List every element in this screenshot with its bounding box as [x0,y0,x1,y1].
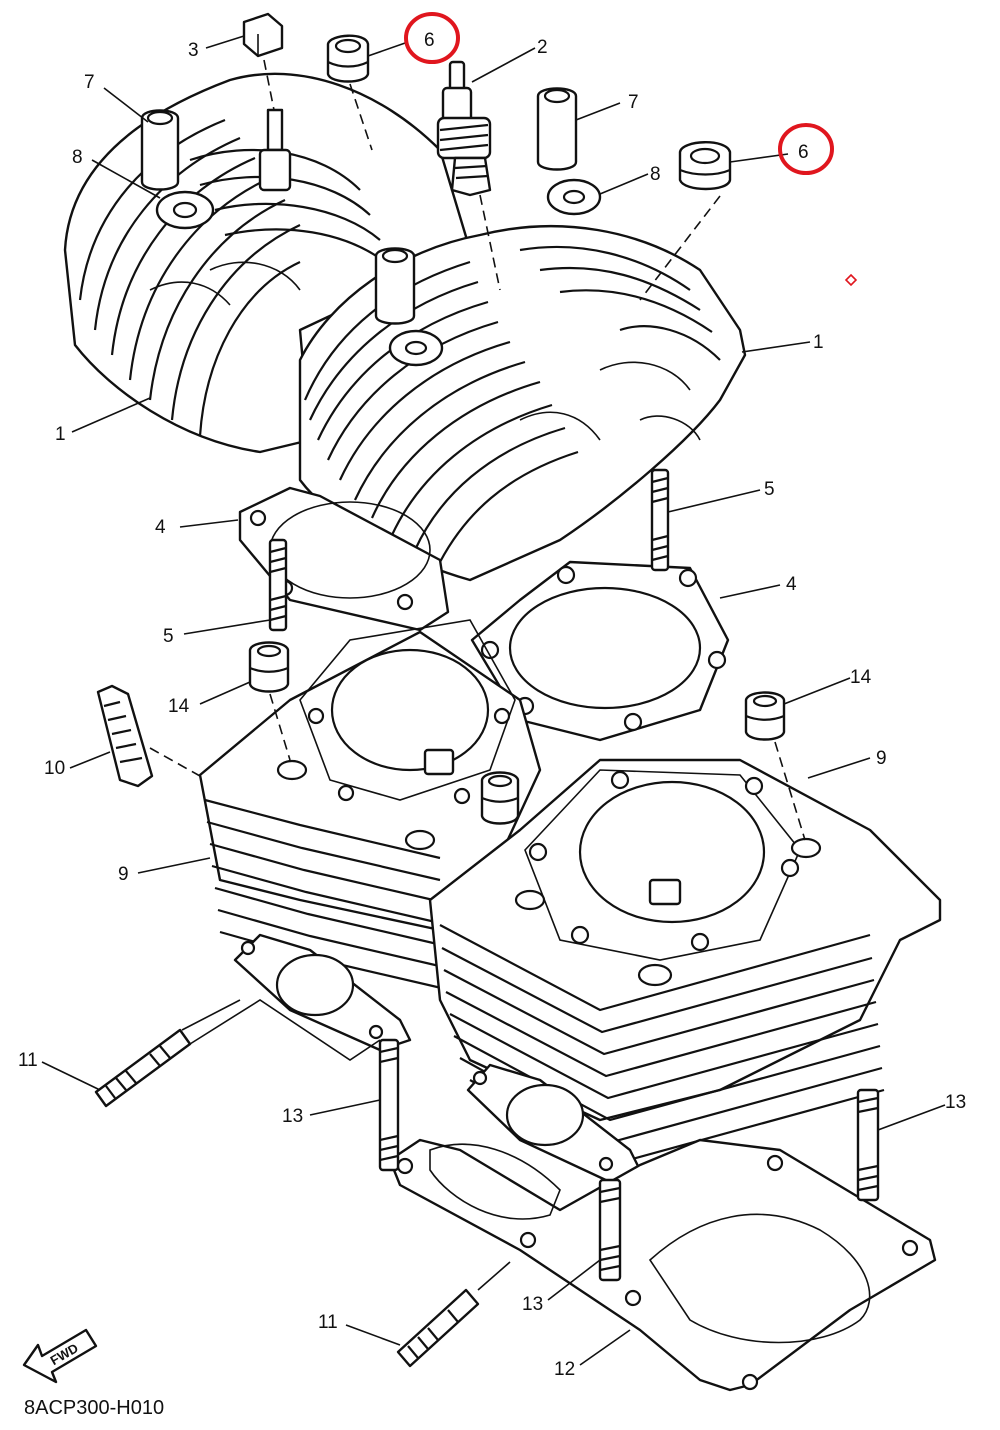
callout-8-left: 8 [72,147,83,168]
callout-9-left: 9 [118,864,129,885]
cylinder-block-left [198,619,542,992]
collar-7-right [536,87,578,171]
exhaust-flange-left [233,933,412,1052]
callout-7-left: 7 [84,72,95,93]
callout-4-right: 4 [786,574,797,595]
callout-9-right: 9 [876,748,887,769]
pin-10 [96,684,201,788]
washer-8-left [155,190,215,230]
callout-2: 2 [537,37,548,58]
callout-8-right: 8 [650,164,661,185]
exhaust-flange-right [466,1063,642,1184]
callout-1-left: 1 [55,424,66,445]
callout-6-left: 6 [424,30,435,51]
callout-12: 12 [554,1359,575,1380]
highlight-circle-6-right [778,123,834,175]
callout-10: 10 [44,758,65,779]
stud-5-right [650,468,670,572]
callout-3: 3 [188,40,199,61]
callout-5-left: 5 [163,626,174,647]
nut-14-left [248,641,291,761]
nut-14-right [744,691,806,841]
callout-6-right: 6 [798,142,809,163]
red-diamond-mark [844,273,858,287]
callout-labels: 1 1 2 3 4 4 5 5 6 6 7 7 8 8 9 9 10 11 11… [18,30,966,1380]
cap-nut-6-right [639,141,732,301]
callout-14-right: 14 [850,667,872,688]
callout-13-left: 13 [282,1106,303,1127]
head-gasket-4-right [470,560,730,742]
collar-7-left [140,109,180,191]
spark-plug-2 [436,60,501,291]
callout-5-right: 5 [764,479,775,500]
stud-11-upper [94,999,241,1108]
stud-13-right [856,1088,880,1202]
leader-lines [41,35,946,1366]
callout-11-lower: 11 [318,1312,338,1333]
head-collar-center [374,247,444,367]
base-gasket-12 [388,1138,937,1392]
callout-4-left: 4 [155,517,166,538]
diagram-code: 8ACP300-H010 [24,1397,164,1419]
stud-13-left [378,1038,400,1172]
fwd-arrow: FWD [22,1328,98,1384]
nut-14-mid [480,771,520,825]
washer-8-right [546,178,602,216]
stud-11-lower [396,1261,511,1368]
cap-nut-6-left [326,34,373,151]
callout-11-upper: 11 [18,1050,38,1071]
stud-13-middle [598,1178,622,1282]
stud-5-left [268,538,288,632]
highlight-marks [404,12,858,287]
callout-1-right: 1 [813,332,824,353]
callout-14-left: 14 [168,696,190,717]
highlight-circle-6-left [404,12,460,64]
callout-7-right: 7 [628,92,639,113]
callout-13-right: 13 [945,1092,966,1113]
callout-13-middle: 13 [522,1294,543,1315]
cylinder-block-right [428,758,942,1166]
spark-plug-3 [242,12,292,192]
